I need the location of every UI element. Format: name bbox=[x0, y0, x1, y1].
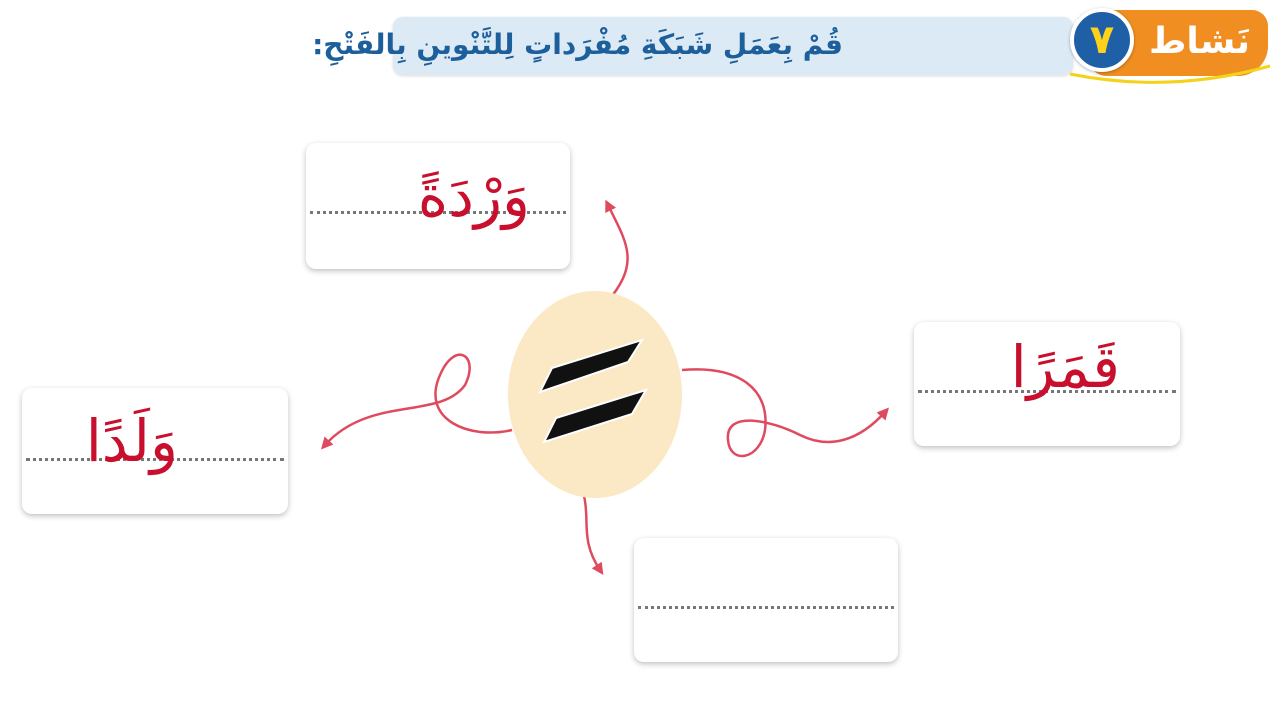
word-right: قَمَرًا bbox=[1010, 333, 1120, 401]
arrow-to-left bbox=[320, 353, 513, 450]
arrow-to-top bbox=[605, 199, 629, 297]
activity-instruction: قُمْ بِعَمَلِ شَبَكَةِ مُفْرَداتٍ لِلتَّ… bbox=[312, 28, 843, 61]
header-banner: قُمْ بِعَمَلِ شَبَكَةِ مُفْرَداتٍ لِلتَّ… bbox=[312, 17, 1073, 75]
center-oval bbox=[508, 291, 682, 498]
word-card-right: قَمَرًا bbox=[914, 322, 1180, 446]
arrow-to-right bbox=[681, 368, 889, 458]
activity-number: ٧ bbox=[1089, 17, 1115, 63]
dotted-writing-line bbox=[310, 211, 566, 214]
dotted-writing-line bbox=[918, 390, 1176, 393]
word-card-bottom[interactable] bbox=[634, 538, 898, 662]
dotted-writing-line bbox=[26, 458, 284, 461]
word-left: وَلَدًا bbox=[85, 407, 178, 475]
activity-label: نَشاط bbox=[1148, 21, 1250, 62]
word-top: وَرْدَةً bbox=[417, 162, 530, 230]
dotted-writing-line bbox=[638, 606, 894, 609]
word-card-top: وَرْدَةً bbox=[306, 143, 570, 269]
word-card-left: وَلَدًا bbox=[22, 388, 288, 514]
arrow-to-bottom bbox=[582, 495, 604, 575]
decorative-swoosh-icon bbox=[1069, 64, 1271, 84]
activity-number-badge: ٧ bbox=[1070, 8, 1134, 72]
